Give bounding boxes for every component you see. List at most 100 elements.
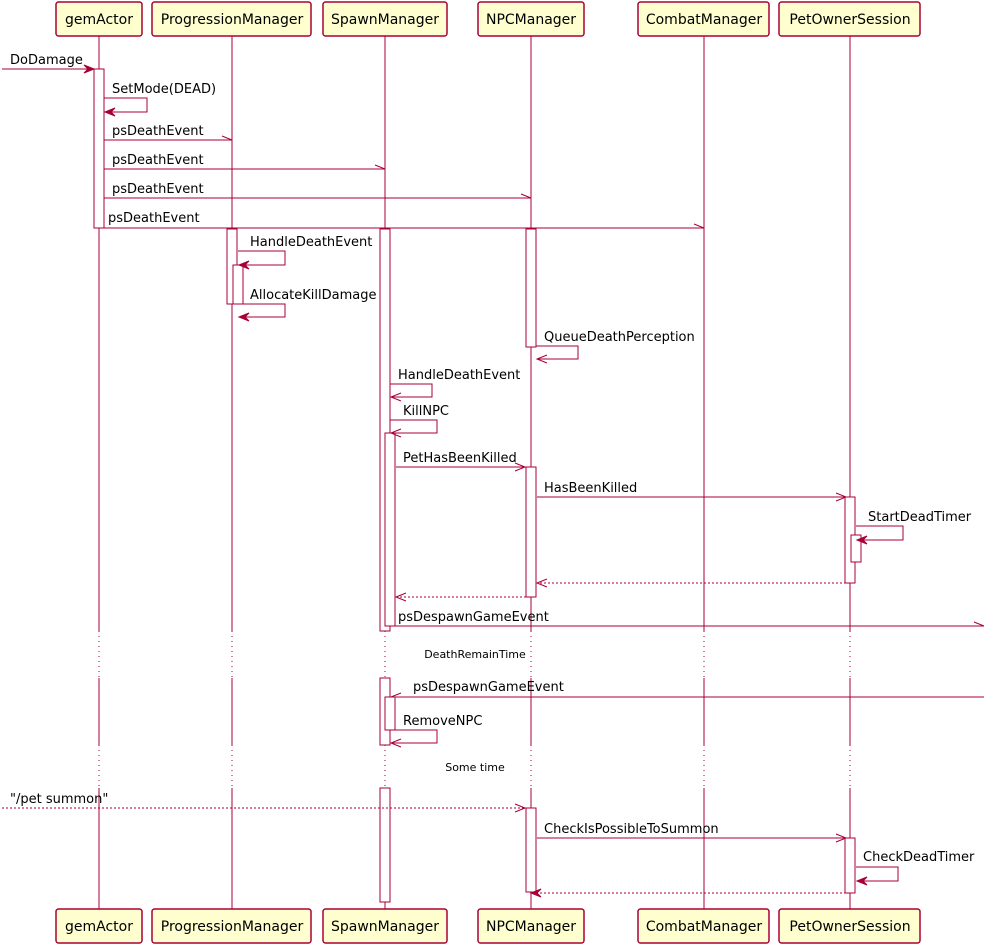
arrowhead [535, 354, 548, 364]
participants: gemActorgemActorProgressionManagerProgre… [55, 1, 921, 944]
arrowhead [855, 876, 868, 886]
message-label: psDeathEvent [112, 124, 204, 139]
message-13: StartDeadTimer [855, 510, 972, 545]
message-19: "/pet summon" [2, 792, 527, 813]
message-5: psDeathEvent [104, 211, 705, 229]
message-0: DoDamage [2, 53, 96, 74]
activation-bars [93, 68, 862, 903]
message-16: psDespawnGameEvent [390, 610, 985, 627]
arrowhead [835, 833, 848, 843]
self-message-line [390, 383, 433, 398]
message-label: HandleDeathEvent [398, 368, 520, 383]
message-3: psDeathEvent [104, 153, 386, 170]
arrowhead [835, 492, 848, 502]
activation-bar [93, 68, 105, 229]
message-6: HandleDeathEvent [237, 235, 372, 270]
arrowhead [374, 164, 386, 170]
arrowhead [389, 738, 402, 748]
participant-box [477, 908, 585, 944]
message-label: KillNPC [403, 404, 449, 419]
activation-bar [384, 432, 396, 627]
participant-box [477, 1, 585, 37]
participant-box [151, 1, 312, 37]
arrowhead [237, 260, 250, 270]
participant-label: gemActor [65, 12, 133, 28]
participant-box [55, 908, 143, 944]
participant-spawnmanager-bottom: SpawnManager [322, 908, 448, 944]
message-2: psDeathEvent [104, 124, 233, 141]
participant-progressionmanager-top: ProgressionManager [151, 1, 312, 37]
participant-box [322, 1, 448, 37]
arrowhead [973, 621, 985, 627]
participant-label: NPCManager [486, 919, 576, 935]
delay-label: Some time [445, 761, 505, 774]
self-message-line [390, 729, 438, 744]
participant-progressionmanager-bottom: ProgressionManager [151, 908, 312, 944]
arrowhead [514, 462, 527, 472]
message-15 [394, 592, 526, 602]
delay-label-bg [420, 760, 526, 775]
self-message-line [390, 419, 438, 434]
message-4: psDeathEvent [104, 182, 532, 199]
participant-label: PetOwnerSession [789, 12, 910, 28]
message-21: CheckDeadTimer [855, 850, 975, 886]
message-18: RemoveNPC [389, 714, 482, 748]
participant-combatmanager-top: CombatManager [637, 1, 770, 37]
participant-petownersession-bottom: PetOwnerSession [778, 908, 921, 944]
message-label: psDespawnGameEvent [398, 610, 549, 625]
message-label: psDeathEvent [108, 211, 200, 226]
arrowhead [237, 312, 250, 322]
message-22 [529, 888, 846, 898]
arrowhead [514, 803, 527, 813]
participant-label: ProgressionManager [161, 12, 304, 28]
message-9: HandleDeathEvent [389, 368, 520, 402]
participant-petownersession-top: PetOwnerSession [778, 1, 921, 37]
message-label: DoDamage [10, 53, 83, 68]
activation-bar [232, 264, 244, 305]
arrowhead [83, 64, 96, 74]
self-message-line [856, 866, 899, 882]
message-8: QueueDeathPerception [535, 330, 695, 364]
message-label: "/pet summon" [10, 792, 108, 807]
delay-label: DeathRemainTime [424, 648, 526, 661]
self-message-line [104, 97, 148, 113]
message-label: QueueDeathPerception [544, 330, 695, 345]
arrowhead [535, 578, 548, 588]
arrowhead [221, 135, 233, 141]
participant-box [637, 908, 770, 944]
message-label: StartDeadTimer [868, 510, 972, 525]
activation-bar [525, 228, 537, 348]
message-label: AllocateKillDamage [250, 288, 377, 303]
message-label: CheckIsPossibleToSummon [544, 822, 719, 837]
participant-label: gemActor [65, 919, 133, 935]
message-label: psDeathEvent [112, 182, 204, 197]
participant-box [55, 1, 143, 37]
message-7: AllocateKillDamage [237, 288, 377, 322]
activation-bar [850, 534, 862, 563]
message-label: HandleDeathEvent [250, 235, 372, 250]
self-message-line [856, 525, 904, 541]
activation-bar [379, 228, 391, 632]
message-label: RemoveNPC [403, 714, 482, 729]
message-label: psDespawnGameEvent [413, 680, 564, 695]
activation-bar [384, 696, 396, 731]
message-17: psDespawnGameEvent [390, 680, 984, 698]
self-message-line [238, 303, 286, 318]
arrowhead [389, 392, 402, 402]
self-message-line [536, 345, 579, 360]
participant-label: CombatManager [646, 919, 763, 935]
message-12: HasBeenKilled [537, 481, 848, 502]
delay-label-bg [420, 647, 526, 662]
arrowhead [390, 692, 402, 698]
message-14 [535, 578, 846, 588]
participant-label: SpawnManager [331, 12, 439, 28]
activation-bar [525, 466, 537, 598]
participant-box [151, 908, 312, 944]
participant-combatmanager-bottom: CombatManager [637, 908, 770, 944]
message-label: psDeathEvent [112, 153, 204, 168]
activation-bar [525, 807, 537, 893]
participant-label: SpawnManager [331, 919, 439, 935]
participant-npcmanager-bottom: NPCManager [477, 908, 585, 944]
